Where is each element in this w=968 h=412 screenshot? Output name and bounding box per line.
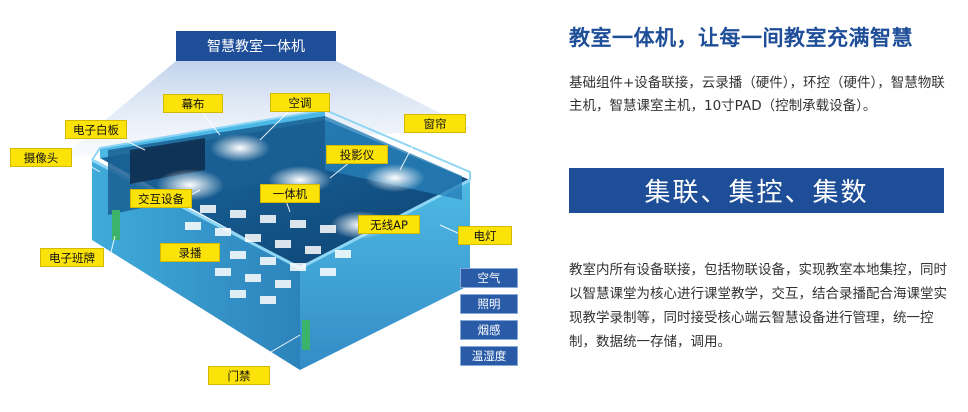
label-projector: 投影仪 <box>326 145 388 164</box>
label-electric-light: 电灯 <box>458 226 512 245</box>
feature-banner: 集联、集控、集数 <box>569 168 944 213</box>
sensor-air: 空气 <box>460 268 518 288</box>
label-whiteboard: 电子白板 <box>65 120 127 139</box>
section-title: 教室一体机，让每一间教室充满智慧 <box>569 26 913 50</box>
door-right <box>302 320 310 350</box>
door-left <box>112 210 120 240</box>
label-interaction: 交互设备 <box>130 189 192 208</box>
classroom-illustration <box>60 61 471 371</box>
label-screen-curtain: 幕布 <box>163 94 223 113</box>
sensor-smoke: 烟感 <box>460 320 518 340</box>
classroom-diagram: 智慧教室一体机 幕布 空调 电子白板 窗帘 摄像头 投影仪 交互设备 一体机 无… <box>10 31 518 385</box>
room-wall-left <box>92 160 300 370</box>
diagram-banner: 智慧教室一体机 <box>176 31 336 61</box>
sensor-lighting: 照明 <box>460 294 518 314</box>
label-curtain: 窗帘 <box>404 114 466 133</box>
desks <box>170 200 351 304</box>
components-description: 基础组件+设备联接，云录播（硬件），环控（硬件），智慧物联主机，智慧课室主机，1… <box>569 75 945 114</box>
label-access-control: 门禁 <box>208 366 270 385</box>
banner-beam <box>60 61 470 158</box>
label-camera: 摄像头 <box>10 148 72 167</box>
label-air-conditioner: 空调 <box>270 93 330 112</box>
feature-description: 教室内所有设备联接，包括物联设备，实现教室本地集控，同时以智慧课堂为核心进行课堂… <box>569 262 947 350</box>
label-all-in-one: 一体机 <box>260 184 320 203</box>
label-recording: 录播 <box>160 243 220 262</box>
sensor-temp-humidity: 温湿度 <box>460 346 518 366</box>
label-class-sign: 电子班牌 <box>40 248 104 267</box>
room-wall-right <box>300 180 470 370</box>
label-wireless-ap: 无线AP <box>358 215 420 234</box>
